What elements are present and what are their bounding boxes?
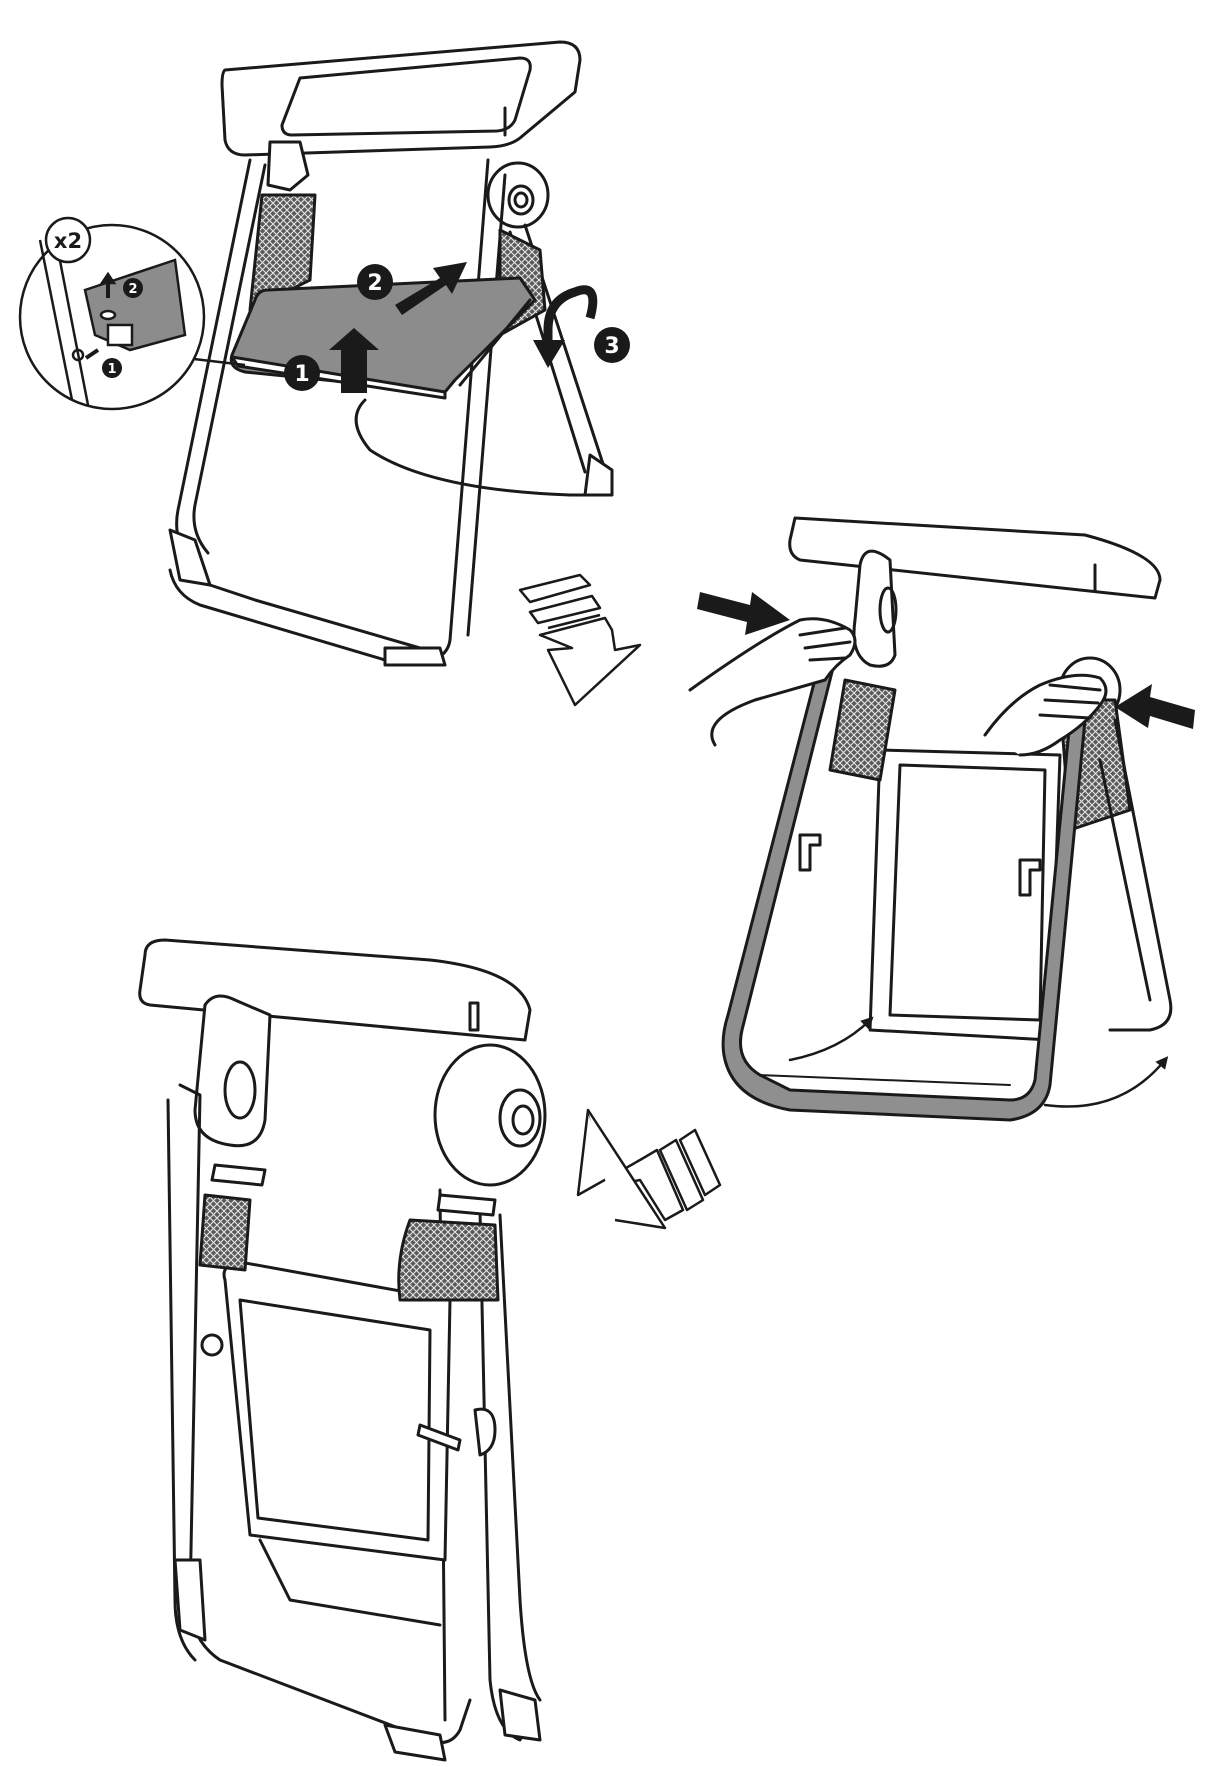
arrow-rotate-3 xyxy=(533,285,598,368)
svg-text:3: 3 xyxy=(604,334,619,359)
svg-text:x2: x2 xyxy=(54,229,82,253)
mesh-left-folded xyxy=(198,1193,252,1272)
step-marker-main-3: 3 xyxy=(594,327,630,363)
right-hinge-knob xyxy=(486,161,550,229)
press-arrow-right xyxy=(1115,684,1195,729)
step-marker-main-1: 1 xyxy=(284,355,320,391)
panel-folding xyxy=(688,516,1173,1122)
panel-folded-chair xyxy=(138,938,547,1762)
left-hinge xyxy=(266,140,310,192)
press-arrow-left xyxy=(697,592,790,635)
step-marker-detail-2: 2 xyxy=(123,278,143,298)
front-right-leg xyxy=(430,158,490,662)
flow-arrow-to-step-2 xyxy=(518,573,642,707)
arrow-up-2 xyxy=(395,262,467,315)
multiplier-badge: x2 xyxy=(44,216,92,264)
front-left-leg xyxy=(175,158,252,587)
left-hand xyxy=(688,617,857,747)
detail-callout xyxy=(18,223,246,411)
svg-text:2: 2 xyxy=(128,282,137,297)
svg-text:1: 1 xyxy=(294,362,309,387)
step-marker-detail-1: 1 xyxy=(102,358,122,378)
svg-text:2: 2 xyxy=(367,271,382,296)
tray-folding xyxy=(788,516,1162,600)
mesh-left-fold xyxy=(828,678,897,782)
mesh-right-folded xyxy=(397,1218,500,1302)
tray xyxy=(220,40,582,157)
tray-folded xyxy=(138,938,532,1042)
left-mesh-panel xyxy=(248,193,317,312)
step-marker-main-2: 2 xyxy=(357,264,393,300)
folded-hinge-knob xyxy=(433,1043,547,1187)
arrow-up-1 xyxy=(329,328,379,393)
flow-arrow-to-step-3 xyxy=(576,1108,722,1230)
svg-text:1: 1 xyxy=(107,362,116,377)
